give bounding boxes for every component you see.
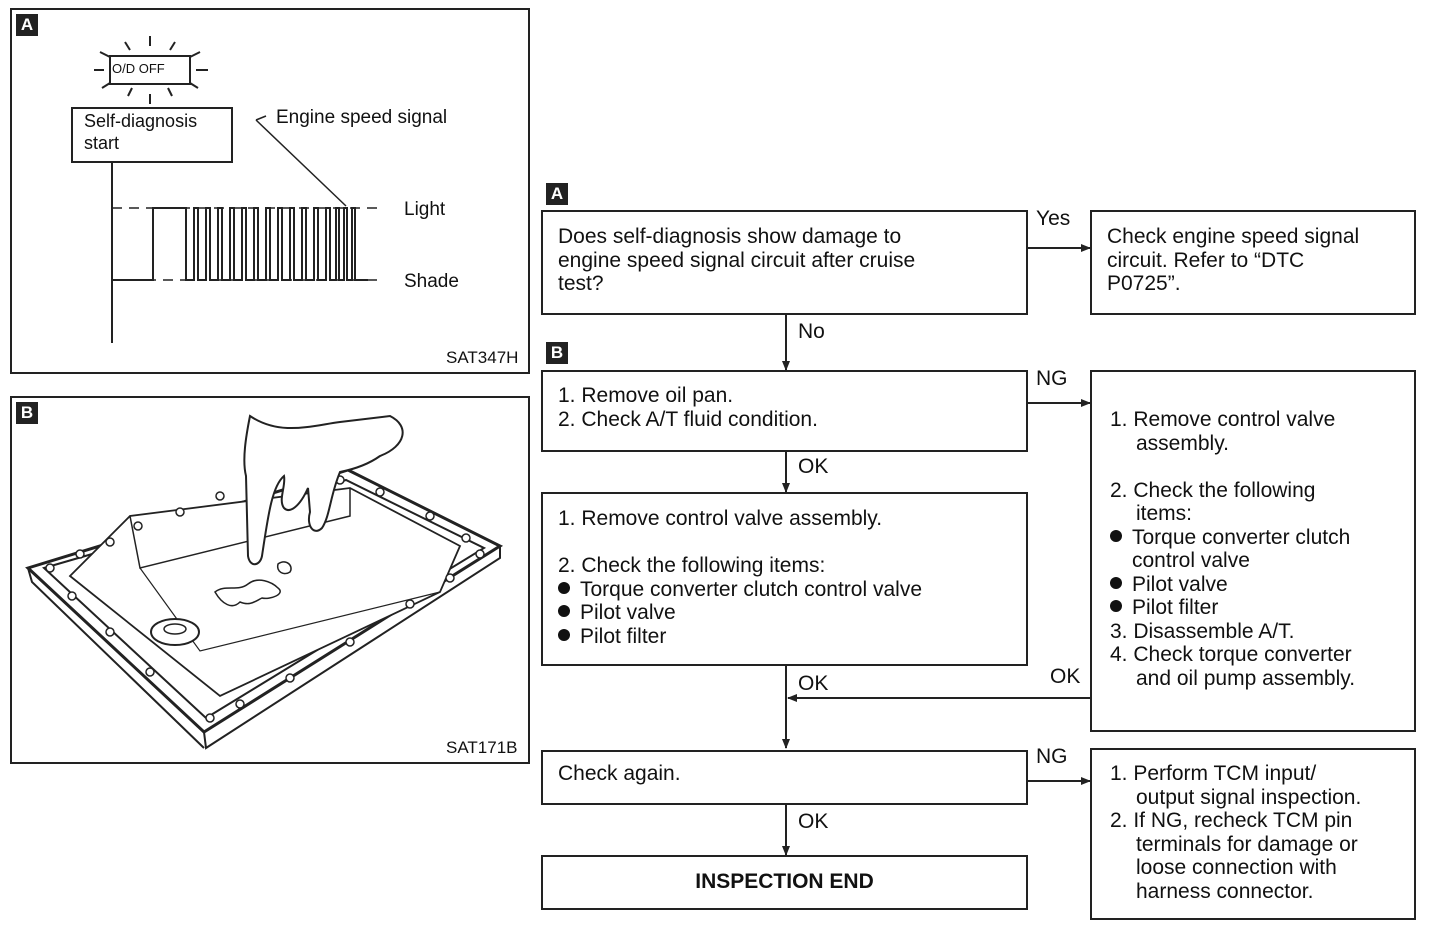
remove-oil-pan-box: [541, 370, 1028, 452]
step-remove-oil-pan: 1. Remove oil pan.: [558, 384, 734, 407]
panel-a-code: SAT347H: [446, 348, 519, 367]
flow-badge-a: A: [546, 183, 568, 205]
ng2-line-2: output signal inspection.: [1136, 785, 1362, 809]
inspection-end-text: INSPECTION END: [695, 870, 874, 893]
ng1-bullet-1: Torque converter clutch: [1110, 526, 1355, 550]
question-text: Does self-diagnosis show damage to engin…: [558, 225, 915, 296]
pan-depth: [203, 546, 501, 750]
ng1-bullet-2: Pilot valve: [1110, 573, 1355, 597]
b2-bullet-3: Pilot filter: [558, 625, 922, 649]
panel-a-drawing: [71, 36, 382, 343]
question-line-1: Does self-diagnosis show damage to: [558, 225, 902, 248]
control-valve-text: 1. Remove control valve assembly. 2. Che…: [558, 507, 922, 648]
engine-signal-leader: [255, 119, 347, 207]
ng1-line-9: 3. Disassemble A/T.: [1110, 619, 1295, 643]
ng1-line-10: 4. Check torque converter: [1110, 643, 1352, 666]
ng1-line-5: Torque converter clutch: [1132, 525, 1351, 549]
flow-badge-b: B: [546, 342, 568, 364]
ng1-line-1: 1. Remove control valve: [1110, 408, 1336, 431]
ng1-line-11: and oil pump assembly.: [1136, 666, 1356, 690]
b2-line-3: Torque converter clutch control valve: [580, 577, 922, 601]
engine-speed-signal-label: Engine speed signal: [276, 107, 448, 128]
remove-oil-pan-text: 1. Remove oil pan. 2. Check A/T fluid co…: [558, 384, 818, 431]
ng1-line-2: assembly.: [1136, 431, 1229, 455]
b2-line-1: 1. Remove control valve assembly.: [558, 507, 883, 530]
self-diagnosis-start-label: Self-diagnosis start: [84, 110, 197, 154]
yes-result-line-2: circuit. Refer to “DTC: [1107, 248, 1305, 272]
start-label-line-1: Self-diagnosis: [84, 111, 198, 131]
bullet-icon: [1110, 600, 1122, 613]
bullet-icon: [1110, 576, 1122, 589]
yes-result-text: Check engine speed signal circuit. Refer…: [1107, 225, 1359, 296]
ng2-result-box: [1090, 748, 1416, 920]
b2-bullet-1: Torque converter clutch control valve: [558, 578, 922, 602]
panel-a-badge: A: [16, 14, 38, 36]
engine-speed-waveform: [112, 207, 368, 281]
light-label: Light: [404, 199, 446, 220]
inspection-end-box: [541, 855, 1028, 910]
ng2-line-1: 1. Perform TCM input/: [1110, 762, 1317, 785]
ok3-label: OK: [798, 810, 829, 833]
ng1-line-4: items:: [1136, 502, 1193, 525]
shade-label: Shade: [404, 271, 459, 292]
ng1-result-text: 1. Remove control valve assembly. 2. Che…: [1110, 408, 1355, 690]
pan-floor-edge: [139, 567, 441, 652]
yes-result-box: [1090, 210, 1416, 315]
ng1-line-6: control valve: [1132, 549, 1250, 572]
yes-result-line-1: Check engine speed signal: [1107, 225, 1360, 248]
start-label-line-2: start: [84, 133, 120, 153]
ng1-result-box: [1090, 370, 1416, 732]
bullet-icon: [558, 628, 570, 641]
ng2-line-3: 2. If NG, recheck TCM pin: [1110, 809, 1353, 832]
ng1-label: NG: [1036, 367, 1068, 390]
pan-inner-edge: [129, 488, 351, 569]
question-line-2: engine speed signal circuit after cruise: [558, 248, 916, 272]
fluid-drop: [276, 561, 292, 575]
panel-b-badge: B: [16, 402, 38, 424]
ng1-line-3: 2. Check the following: [1110, 478, 1316, 502]
ng2-label: NG: [1036, 745, 1068, 768]
pan-depth-left: [27, 567, 205, 749]
bullet-icon: [1110, 529, 1122, 542]
ng1-line-8: Pilot filter: [1132, 596, 1219, 619]
yes-result-line-3: P0725”.: [1107, 272, 1181, 295]
hand: [243, 414, 404, 566]
question-line-3: test?: [558, 272, 604, 295]
check-again-box: [541, 750, 1028, 805]
ng1-line-7: Pilot valve: [1132, 572, 1228, 596]
od-off-label: O/D OFF: [112, 61, 165, 76]
b2-line-4: Pilot valve: [580, 601, 676, 624]
ng2-result-text: 1. Perform TCM input/ output signal insp…: [1110, 762, 1361, 903]
step-check-fluid: 2. Check A/T fluid condition.: [558, 407, 818, 431]
ok1-label: OK: [798, 455, 829, 478]
control-valve-box: [541, 492, 1028, 666]
ng1-bullet-3: Pilot filter: [1110, 596, 1355, 620]
leader-tick: [255, 115, 267, 121]
start-label-box: [71, 107, 233, 163]
check-again-text: Check again.: [558, 762, 681, 785]
ok-side-label: OK: [1050, 665, 1081, 688]
b2-line-2: 2. Check the following items:: [558, 554, 826, 577]
bullet-icon: [558, 581, 570, 594]
yes-label: Yes: [1036, 207, 1071, 230]
bullet-icon: [558, 605, 570, 618]
ng2-line-4: terminals for damage or: [1136, 832, 1358, 856]
panel-b-code: SAT171B: [446, 738, 518, 757]
ng2-line-6: harness connector.: [1136, 879, 1314, 903]
ng2-line-5: loose connection with: [1136, 856, 1337, 879]
question-box: [541, 210, 1028, 315]
oil-pan-illustration: [25, 414, 504, 750]
b2-line-5: Pilot filter: [580, 624, 667, 648]
magnet-hole: [163, 623, 187, 635]
b2-bullet-2: Pilot valve: [558, 601, 922, 625]
fluid-residue: [214, 579, 281, 607]
od-off-lamp: [109, 55, 191, 85]
lamp-rays: [94, 36, 208, 104]
ok2-label: OK: [798, 672, 829, 695]
no-label: No: [798, 320, 825, 343]
